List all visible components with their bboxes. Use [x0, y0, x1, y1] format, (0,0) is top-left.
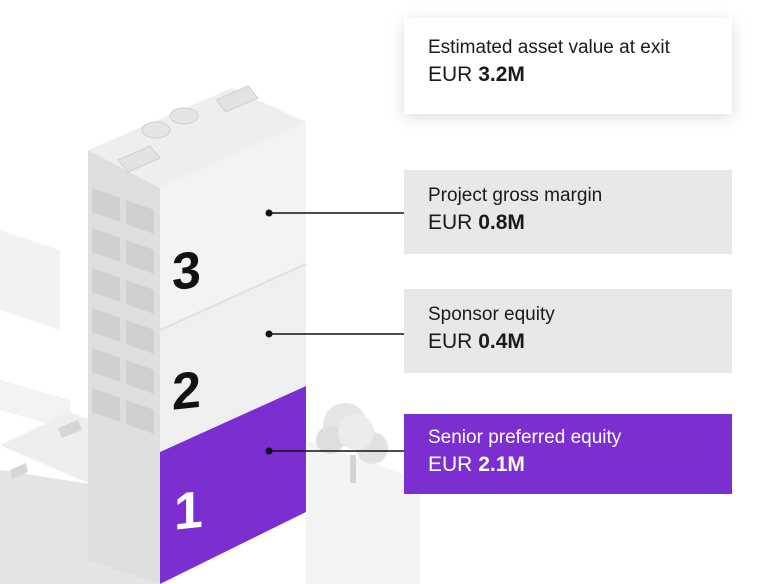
sponsor-equity-amount: EUR 0.4M [428, 329, 732, 355]
currency: EUR [428, 330, 473, 353]
low-building-window [58, 420, 82, 438]
tier-2-face [160, 264, 306, 452]
exit-value-label: Estimated asset value at exit [428, 37, 670, 58]
amount: 0.4M [478, 330, 525, 353]
tree-icon [316, 403, 388, 483]
amount: 0.8M [478, 211, 525, 234]
roof-vent [215, 85, 259, 113]
ground [306, 440, 420, 584]
tier-1-number: 1 [174, 481, 203, 542]
tier-divider [159, 263, 307, 331]
currency: EUR [428, 211, 473, 234]
exit-value-card: Estimated asset value at exit EUR 3.2M [404, 18, 732, 114]
gross-margin-card: Project gross margin EUR 0.8M [404, 170, 732, 254]
gross-margin-amount: EUR 0.8M [428, 210, 732, 236]
currency: EUR [428, 63, 473, 86]
senior-equity-label: Senior preferred equity [428, 427, 622, 448]
senior-equity-card: Senior preferred equity EUR 2.1M [404, 414, 732, 494]
tier-3-number: 3 [172, 241, 201, 302]
background-block [0, 230, 60, 330]
sponsor-equity-card: Sponsor equity EUR 0.4M [404, 289, 732, 373]
senior-equity-amount: EUR 2.1M [428, 452, 732, 478]
amount: 2.1M [478, 453, 525, 476]
low-building-window [10, 463, 28, 479]
amount: 3.2M [478, 63, 525, 86]
roof-vent [117, 145, 161, 173]
currency: EUR [428, 453, 473, 476]
tier-1-face [160, 386, 306, 584]
background-block [0, 380, 70, 430]
sponsor-equity-label: Sponsor equity [428, 304, 555, 325]
tier-3-face [160, 122, 306, 330]
roof-disc [169, 107, 199, 125]
tower-side-windows [92, 188, 154, 434]
gross-margin-label: Project gross margin [428, 185, 603, 206]
exit-value-amount: EUR 3.2M [428, 62, 732, 88]
roof-disc [141, 121, 171, 139]
tier-2-number: 2 [172, 361, 201, 422]
